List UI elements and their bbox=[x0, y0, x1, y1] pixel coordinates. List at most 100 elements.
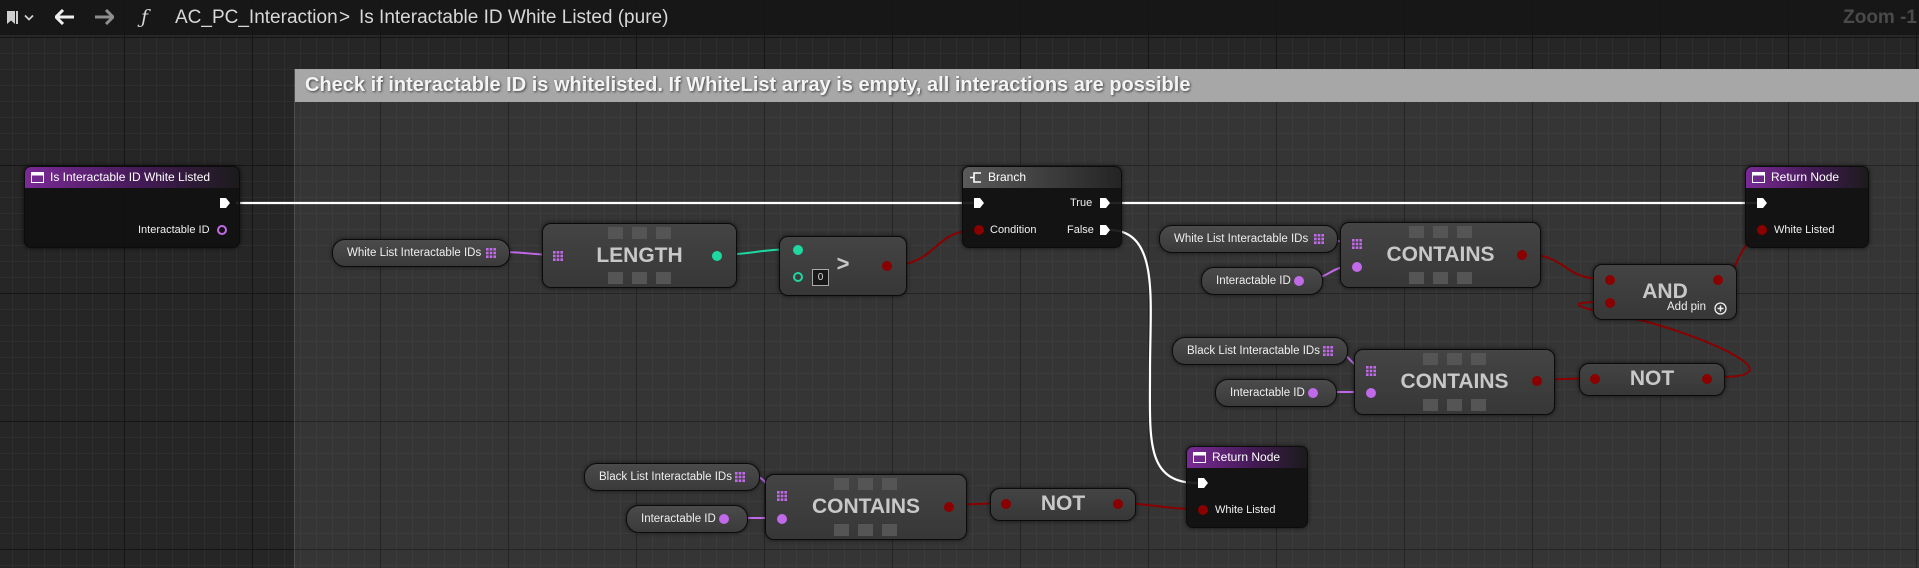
interactable-id-variable-node[interactable]: Interactable ID bbox=[1215, 379, 1337, 407]
exec-out-pin[interactable] bbox=[219, 197, 231, 209]
bool-out-pin[interactable] bbox=[1713, 275, 1723, 285]
struct-in-pin[interactable] bbox=[1352, 262, 1362, 272]
exec-in-pin[interactable] bbox=[1756, 197, 1768, 209]
branch-node[interactable]: Branch Condition True False bbox=[962, 166, 1122, 248]
bookmark-icon[interactable] bbox=[6, 11, 19, 25]
bool-in-pin[interactable] bbox=[1001, 499, 1011, 509]
struct-out-pin[interactable] bbox=[1294, 276, 1304, 286]
bool-in-pin-a[interactable] bbox=[1605, 275, 1615, 285]
struct-in-pin[interactable] bbox=[1366, 388, 1376, 398]
interactable-id-variable-node[interactable]: Interactable ID bbox=[626, 505, 748, 533]
return-node-title: Return Node bbox=[1212, 450, 1281, 464]
black-list-variable-node[interactable]: Black List Interactable IDs bbox=[584, 463, 760, 491]
interactable-id-variable-node[interactable]: Interactable ID bbox=[1201, 267, 1323, 295]
branch-title: Branch bbox=[988, 170, 1027, 184]
array-in-pin[interactable] bbox=[553, 251, 563, 261]
int-out-pin[interactable] bbox=[712, 251, 722, 261]
contains-node[interactable]: CONTAINS bbox=[1340, 222, 1541, 288]
array-icon[interactable] bbox=[486, 248, 496, 258]
array-icon[interactable] bbox=[1314, 234, 1324, 244]
bool-in-pin[interactable] bbox=[1590, 374, 1600, 384]
bool-out-pin[interactable] bbox=[1517, 250, 1527, 260]
function-icon bbox=[31, 172, 44, 183]
breadcrumb-separator: > bbox=[339, 7, 351, 28]
branch-header[interactable]: Branch bbox=[963, 167, 1121, 188]
forward-arrow-icon[interactable] bbox=[94, 9, 114, 25]
param-label: Interactable ID bbox=[138, 224, 210, 236]
white-list-variable-node[interactable]: White List Interactable IDs bbox=[1159, 225, 1338, 253]
constant-input[interactable]: 0 bbox=[812, 269, 829, 286]
array-icon[interactable] bbox=[735, 472, 745, 482]
false-exec-pin[interactable] bbox=[1099, 224, 1111, 236]
return-node-header[interactable]: Return Node bbox=[1746, 167, 1868, 188]
black-list-variable-node[interactable]: Black List Interactable IDs bbox=[1172, 337, 1348, 365]
function-icon bbox=[1193, 452, 1206, 463]
length-node[interactable]: LENGTH bbox=[542, 223, 737, 288]
function-icon: ƒ bbox=[141, 6, 149, 28]
bool-in-pin[interactable] bbox=[1757, 225, 1767, 235]
add-pin-icon[interactable] bbox=[1714, 302, 1727, 315]
contains-title: CONTAINS bbox=[811, 495, 921, 518]
contains-node[interactable]: CONTAINS bbox=[1354, 349, 1555, 415]
comment-title[interactable]: Check if interactable ID is whitelisted.… bbox=[295, 69, 1919, 102]
contains-title: CONTAINS bbox=[1400, 370, 1509, 393]
exec-in-pin[interactable] bbox=[973, 197, 985, 209]
bool-out-pin[interactable] bbox=[1702, 374, 1712, 384]
return-node[interactable]: Return Node White Listed bbox=[1186, 446, 1308, 528]
contains-node[interactable]: CONTAINS bbox=[765, 474, 967, 540]
length-title: LENGTH bbox=[596, 244, 683, 267]
return-node-header[interactable]: Return Node bbox=[1187, 447, 1307, 468]
bool-in-pin-b[interactable] bbox=[1605, 298, 1615, 308]
return-node[interactable]: Return Node White Listed bbox=[1745, 166, 1869, 248]
condition-in-pin[interactable] bbox=[974, 225, 984, 235]
param-out-pin[interactable] bbox=[217, 225, 227, 235]
array-icon[interactable] bbox=[1323, 346, 1333, 356]
false-label: False bbox=[1067, 224, 1094, 236]
int-in-pin-a[interactable] bbox=[793, 245, 803, 255]
exec-in-pin[interactable] bbox=[1197, 477, 1209, 489]
bool-out-pin[interactable] bbox=[1113, 499, 1123, 509]
branch-icon bbox=[970, 172, 981, 183]
zoom-level: Zoom -1 bbox=[1843, 7, 1917, 28]
add-pin-label[interactable]: Add pin bbox=[1667, 301, 1707, 313]
bool-out-pin[interactable] bbox=[882, 261, 892, 271]
function-entry-header[interactable]: Is Interactable ID White Listed bbox=[25, 167, 239, 188]
greater-title: > bbox=[836, 251, 850, 276]
and-node[interactable]: AND Add pin bbox=[1593, 264, 1737, 320]
back-arrow-icon[interactable] bbox=[55, 9, 75, 25]
struct-out-pin[interactable] bbox=[719, 514, 729, 524]
struct-out-pin[interactable] bbox=[1308, 388, 1318, 398]
not-title: NOT bbox=[1040, 492, 1086, 515]
bool-out-pin[interactable] bbox=[1532, 376, 1542, 386]
breadcrumb-function[interactable]: Is Interactable ID White Listed (pure) bbox=[359, 7, 669, 28]
greater-than-node[interactable]: 0 > bbox=[779, 236, 907, 296]
true-label: True bbox=[1070, 197, 1093, 209]
return-node-title: Return Node bbox=[1771, 170, 1840, 184]
struct-in-pin[interactable] bbox=[777, 514, 787, 524]
and-title: AND bbox=[1642, 280, 1688, 303]
breadcrumb-toolbar: ƒ AC_PC_Interaction > Is Interactable ID… bbox=[0, 0, 1919, 35]
bool-wire bbox=[1577, 301, 1751, 378]
output-label: White Listed bbox=[1215, 504, 1276, 516]
bool-out-pin[interactable] bbox=[944, 502, 954, 512]
contains-title: CONTAINS bbox=[1386, 243, 1495, 266]
function-entry-node[interactable]: Is Interactable ID White Listed Interact… bbox=[24, 166, 240, 248]
bool-in-pin[interactable] bbox=[1198, 505, 1208, 515]
true-exec-pin[interactable] bbox=[1099, 197, 1111, 209]
int-in-pin-b[interactable] bbox=[793, 272, 803, 282]
breadcrumb-root[interactable]: AC_PC_Interaction bbox=[175, 7, 338, 28]
array-in-pin[interactable] bbox=[1366, 366, 1376, 376]
function-icon bbox=[1752, 172, 1765, 183]
chevron-down-icon[interactable] bbox=[24, 14, 34, 22]
condition-label: Condition bbox=[990, 224, 1037, 236]
not-node[interactable]: NOT bbox=[1579, 363, 1725, 396]
array-in-pin[interactable] bbox=[777, 491, 787, 501]
function-entry-title: Is Interactable ID White Listed bbox=[50, 170, 211, 184]
exec-wire bbox=[1108, 228, 1199, 485]
output-label: White Listed bbox=[1774, 224, 1835, 236]
not-node[interactable]: NOT bbox=[990, 488, 1136, 521]
white-list-variable-node[interactable]: White List Interactable IDs bbox=[332, 239, 510, 267]
not-title: NOT bbox=[1629, 367, 1675, 390]
array-in-pin[interactable] bbox=[1352, 239, 1362, 249]
